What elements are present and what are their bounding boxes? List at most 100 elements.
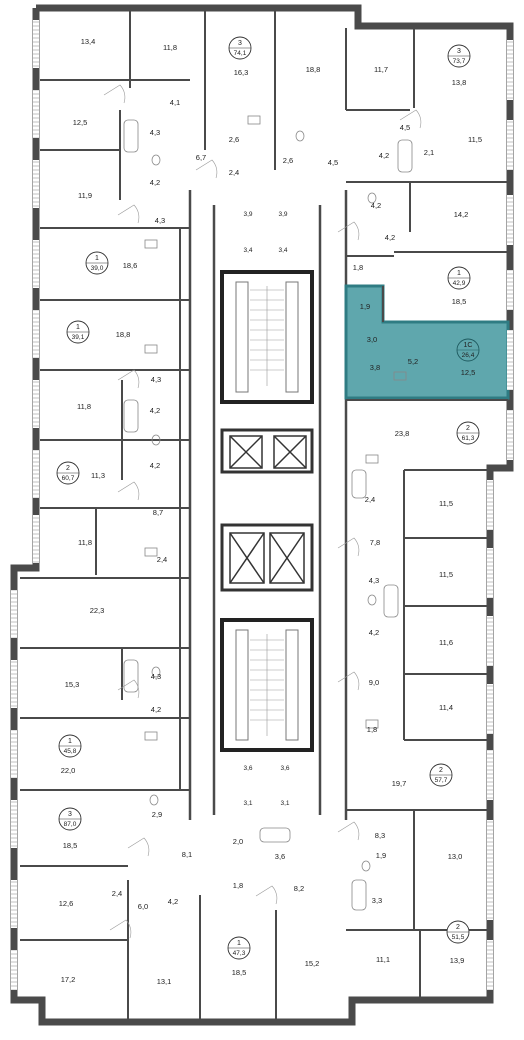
room-area-label: 18,6	[123, 261, 138, 270]
apartment-badge[interactable]: 139,1	[66, 320, 90, 344]
room-area-label: 13,4	[81, 37, 96, 46]
room-area-label: 3,6	[280, 765, 289, 772]
svg-text:74,1: 74,1	[234, 50, 247, 57]
room-area-label: 1,9	[376, 851, 386, 860]
room-area-label: 3,1	[280, 800, 289, 807]
room-area-label: 4,3	[369, 576, 379, 585]
svg-text:73,7: 73,7	[453, 58, 466, 65]
room-area-label: 4,3	[150, 128, 160, 137]
room-area-label: 18,8	[306, 65, 321, 74]
stair-core-bottom	[220, 618, 314, 752]
room-area-label: 3,6	[243, 765, 252, 772]
room-area-label: 3,6	[275, 852, 285, 861]
room-area-label: 7,8	[370, 538, 380, 547]
room-area-label: 2,4	[229, 168, 239, 177]
room-area-label: 13,8	[452, 78, 467, 87]
room-area-label: 1,8	[353, 263, 363, 272]
svg-text:1: 1	[457, 270, 461, 277]
room-area-label: 5,2	[408, 357, 418, 366]
room-area-label: 11,3	[91, 471, 105, 480]
room-area-label: 4,2	[151, 705, 161, 714]
apartment-badge[interactable]: 260,7	[56, 461, 80, 485]
room-area-label: 2,6	[283, 156, 293, 165]
svg-text:2: 2	[66, 465, 70, 472]
room-area-label: 4,2	[385, 233, 395, 242]
room-area-label: 12,5	[73, 118, 88, 127]
room-area-label: 3,9	[278, 211, 287, 218]
room-area-label: 2,9	[152, 810, 162, 819]
apartment-badge[interactable]: 374,1	[228, 36, 252, 60]
room-area-label: 18,5	[63, 841, 78, 850]
apartment-badge-highlighted[interactable]: 1С 26,4	[456, 338, 480, 362]
room-area-label: 13,0	[448, 852, 463, 861]
room-area-label: 4,5	[400, 123, 410, 132]
apartment-badge[interactable]: 261,3	[456, 421, 480, 445]
room-area-label: 2,6	[229, 135, 239, 144]
svg-text:57,7: 57,7	[435, 777, 448, 784]
apartment-badge[interactable]: 147,3	[227, 936, 251, 960]
room-area-label: 11,8	[163, 43, 177, 52]
room-area-label: 4,3	[151, 375, 161, 384]
room-area-label: 12,5	[461, 368, 476, 377]
svg-text:2: 2	[456, 924, 460, 931]
room-area-label: 4,2	[150, 461, 160, 470]
room-area-label: 22,0	[61, 766, 76, 775]
room-area-label: 3,9	[243, 211, 252, 218]
room-area-label: 4,2	[379, 151, 389, 160]
apartment-badge[interactable]: 387,0	[58, 807, 82, 831]
room-area-label: 3,1	[243, 800, 252, 807]
svg-text:39,0: 39,0	[91, 265, 104, 272]
apartment-badge[interactable]: 145,8	[58, 734, 82, 758]
svg-text:39,1: 39,1	[72, 334, 85, 341]
room-area-label: 17,2	[61, 975, 76, 984]
room-area-label: 13,9	[450, 956, 465, 965]
svg-text:1: 1	[95, 255, 99, 262]
room-area-label: 4,3	[155, 216, 165, 225]
stair-icon	[250, 286, 284, 386]
room-area-label: 1,9	[360, 302, 370, 311]
room-area-label: 4,1	[170, 98, 180, 107]
elevator-icon	[220, 428, 314, 592]
room-area-label: 9,0	[369, 678, 379, 687]
room-area-label: 11,6	[439, 638, 453, 647]
apartment-badge[interactable]: 142,9	[447, 266, 471, 290]
room-labels: 13,4 11,8 16,3 18,8 11,7 13,8 4,1 12,5 4…	[59, 37, 482, 986]
apartment-badge[interactable]: 251,5	[446, 920, 470, 944]
room-area-label: 2,4	[112, 889, 122, 898]
room-area-label: 4,2	[150, 406, 160, 415]
svg-text:26,4: 26,4	[462, 352, 475, 359]
room-area-label: 2,4	[365, 495, 375, 504]
toilet-icon	[149, 130, 377, 872]
room-area-label: 2,1	[424, 148, 434, 157]
svg-text:47,3: 47,3	[233, 950, 246, 957]
room-area-label: 8,7	[153, 508, 163, 517]
svg-text:1: 1	[76, 324, 80, 331]
room-area-label: 11,5	[439, 570, 453, 579]
room-area-label: 16,3	[234, 68, 249, 77]
bathtub-icon	[123, 119, 413, 911]
room-area-label: 23,8	[395, 429, 410, 438]
room-area-label: 15,2	[305, 959, 320, 968]
apartment-badge[interactable]: 257,7	[429, 763, 453, 787]
room-area-label: 4,2	[371, 201, 381, 210]
room-area-label: 4,5	[328, 158, 338, 167]
room-area-label: 8,1	[182, 850, 192, 859]
apartment-badge[interactable]: 139,0	[85, 251, 109, 275]
room-area-label: 8,2	[294, 884, 304, 893]
room-area-label: 11,5	[468, 135, 482, 144]
room-area-label: 18,8	[116, 330, 131, 339]
room-area-label: 19,7	[392, 779, 407, 788]
svg-text:61,3: 61,3	[462, 435, 475, 442]
room-area-label: 11,5	[439, 499, 453, 508]
door-swing-icon	[103, 84, 422, 939]
svg-text:1: 1	[68, 738, 72, 745]
interior-walls	[20, 10, 277, 1020]
room-area-label: 3,4	[243, 247, 252, 254]
svg-text:42,9: 42,9	[453, 280, 466, 287]
room-area-label: 13,1	[157, 977, 172, 986]
svg-text:1С: 1С	[464, 342, 473, 349]
room-area-label: 8,3	[375, 831, 385, 840]
apartment-badge[interactable]: 373,7	[447, 44, 471, 68]
